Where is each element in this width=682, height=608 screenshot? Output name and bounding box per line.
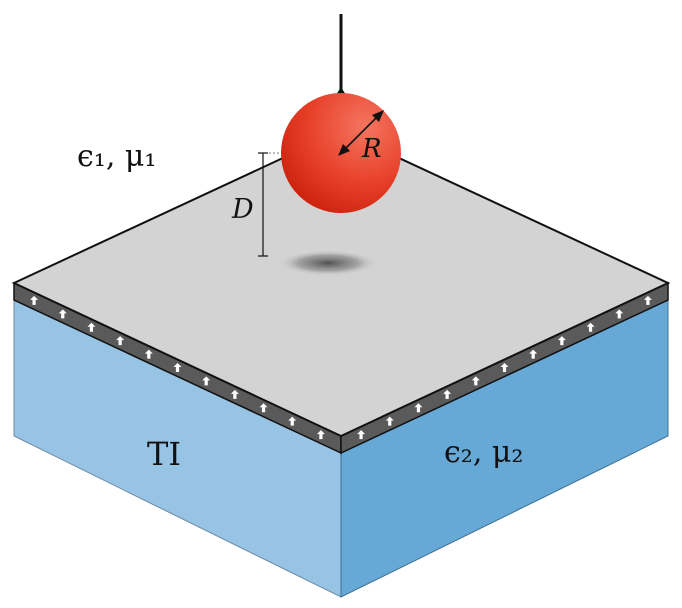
up-arrow-icon [87,322,96,332]
up-arrow-icon [529,349,538,359]
up-arrow-icon [316,430,325,440]
up-arrow-icon [615,309,624,319]
up-arrow-icon [116,336,125,346]
up-arrow-icon [586,322,595,332]
up-arrow-icon [643,295,652,305]
up-arrow-icon [414,403,423,413]
up-arrow-icon [202,376,211,386]
up-arrow-icon [500,363,509,372]
up-arrow-icon [144,349,153,359]
up-arrow-icon [173,363,182,372]
radius-arrow [341,114,380,153]
magnetization-arrows [30,295,652,440]
up-arrow-icon [288,416,297,426]
up-arrow-icon [357,430,366,440]
medium2-label: ϵ₂, μ₂ [444,435,523,470]
up-arrow-icon [557,336,566,346]
string-attachment [336,87,346,95]
up-arrow-icon [385,416,394,426]
up-arrow-icon [30,295,39,305]
radius-arrowtail [338,144,350,156]
radius-arrowhead [372,110,384,122]
distance-label: D [231,194,254,225]
sphere-shadow [278,250,378,276]
radius-label: R [361,134,382,164]
medium1-label: ϵ₁, μ₁ [77,139,156,174]
ti-label: TI [147,435,181,473]
top-surface [11,129,671,438]
up-arrow-icon [443,389,452,399]
up-arrow-icon [259,403,268,413]
up-arrow-icon [471,376,480,386]
up-arrow-icon [230,389,239,399]
up-arrow-icon [58,309,67,319]
